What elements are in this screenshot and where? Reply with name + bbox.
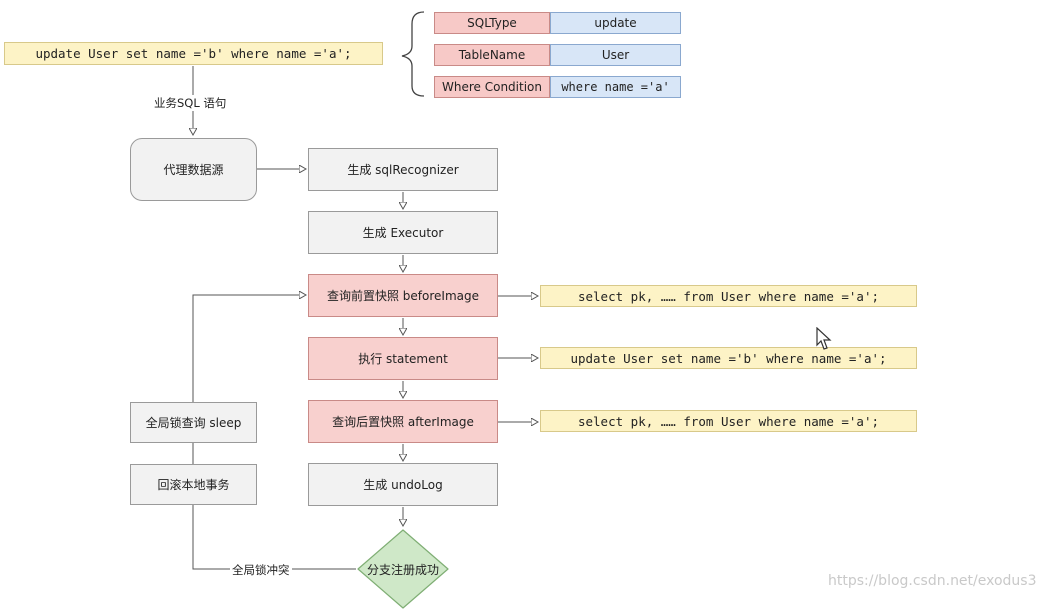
where-condition-key: Where Condition [434,76,550,98]
watermark: https://blog.csdn.net/exodus3 [828,573,1037,589]
before-select-note: select pk, …… from User where name ='a'; [540,285,917,307]
branch-register-node: 分支注册成功 [356,528,450,610]
where-condition-value: where name ='a' [550,76,681,98]
before-image-node: 查询前置快照 beforeImage [308,274,498,317]
gen-executor-node: 生成 Executor [308,211,498,254]
update-stmt-note: update User set name ='b' where name ='a… [540,347,917,369]
business-sql-label: 业务SQL 语句 [152,95,229,111]
tablename-value: User [550,44,681,66]
mouse-cursor-icon [816,326,832,355]
brace-line [401,11,425,97]
gen-sql-recognizer-node: 生成 sqlRecognizer [308,148,498,191]
sqltype-key: SQLType [434,12,550,34]
after-image-node: 查询后置快照 afterImage [308,400,498,443]
proxy-datasource-node: 代理数据源 [130,138,257,201]
exec-statement-node: 执行 statement [308,337,498,380]
tablename-key: TableName [434,44,550,66]
global-lock-sleep-node: 全局锁查询 sleep [130,402,257,443]
branch-register-label: 分支注册成功 [366,562,439,577]
gen-undo-log-node: 生成 undoLog [308,463,498,506]
after-select-note: select pk, …… from User where name ='a'; [540,410,917,432]
sqltype-value: update [550,12,681,34]
rollback-local-node: 回滚本地事务 [130,464,257,505]
global-lock-conflict-label: 全局锁冲突 [230,562,292,578]
sql-input-box: update User set name ='b' where name ='a… [4,42,383,65]
